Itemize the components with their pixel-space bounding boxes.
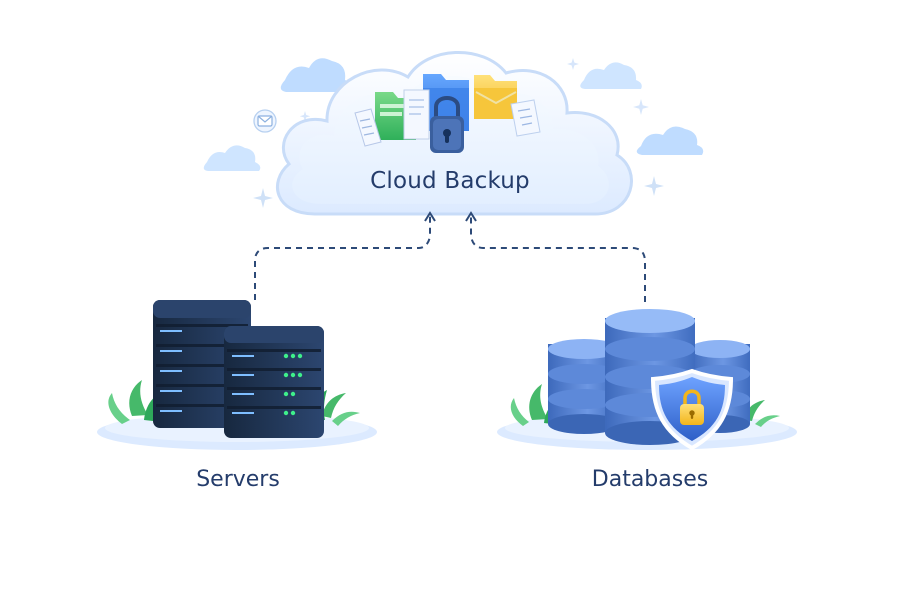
folder-icon xyxy=(474,75,517,119)
server-rack-icon xyxy=(224,326,324,438)
shield-lock-icon xyxy=(650,368,734,451)
small-cloud-icon xyxy=(203,145,261,171)
small-cloud-icon xyxy=(280,58,353,92)
sparkle-icon xyxy=(299,111,311,122)
sparkle-icon xyxy=(633,99,649,115)
databases-label: Databases xyxy=(591,467,709,492)
cloud-backup-label: Cloud Backup xyxy=(370,168,530,194)
document-icon xyxy=(354,108,382,147)
document-icon xyxy=(403,89,430,140)
small-cloud-icon xyxy=(580,62,642,89)
sparkle-icon xyxy=(253,188,273,208)
connector-to-databases xyxy=(465,211,646,302)
document-icon xyxy=(510,99,541,137)
connector-to-servers xyxy=(254,211,436,300)
lock-icon xyxy=(430,96,464,153)
servers-label: Servers xyxy=(196,467,280,492)
mail-icon xyxy=(253,109,277,133)
sparkle-icon xyxy=(644,176,664,196)
sparkle-icon xyxy=(567,58,579,70)
small-cloud-icon xyxy=(636,126,704,155)
